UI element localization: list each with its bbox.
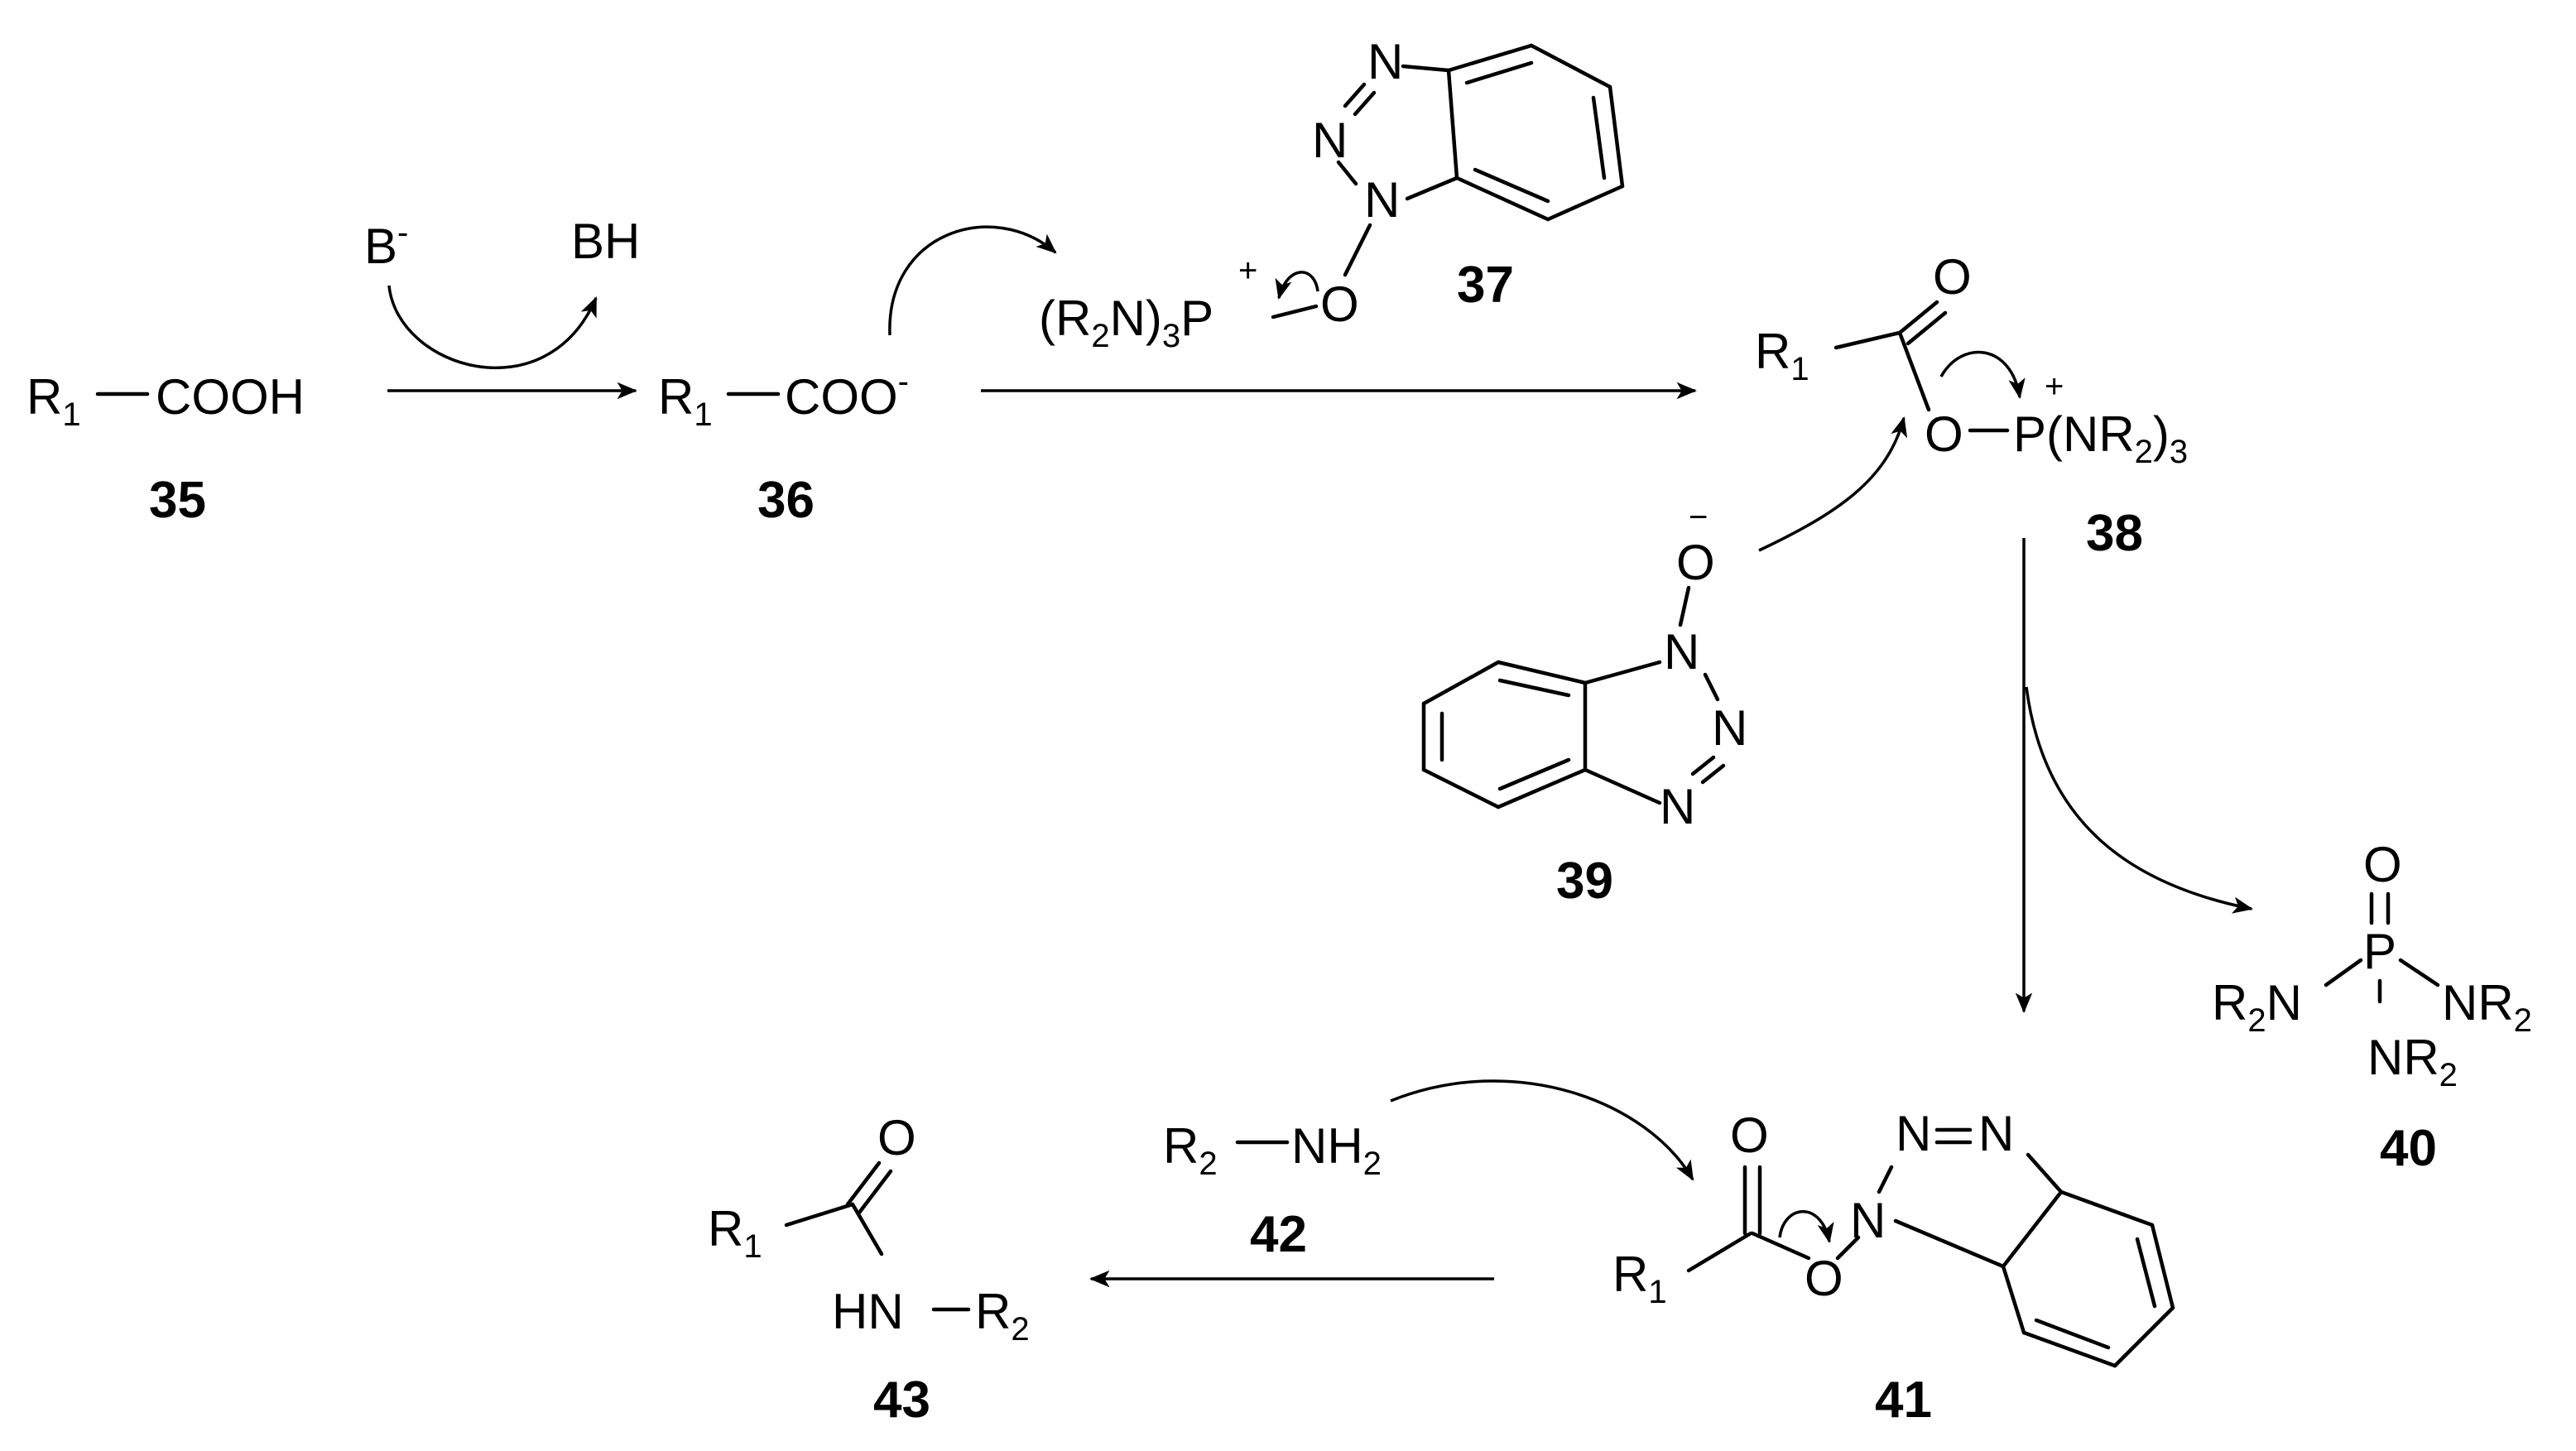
compound-label-39: 39 [1556,853,1613,910]
compound-35: R1 COOH 35 [26,369,305,529]
svg-text:N: N [1896,1106,1931,1161]
svg-text:O: O [1805,1251,1843,1306]
compound-36: R1 COO- 36 [658,363,909,529]
svg-text:N: N [1664,624,1699,680]
svg-text:O: O [1933,249,1972,305]
svg-text:N: N [1367,34,1403,89]
svg-text:NR2: NR2 [2442,975,2532,1039]
svg-text:BH: BH [571,214,640,269]
attack-arrow-36 [888,225,1057,336]
attack-arrow-39 [1758,416,1908,552]
svg-text:NR2: NR2 [2367,1030,2458,1093]
svg-text:O: O [1676,535,1715,590]
compound-label-40: 40 [2380,1120,2437,1177]
compound-label-43: 43 [873,1372,930,1429]
svg-text:R2: R2 [1163,1118,1218,1182]
svg-text:+: + [2045,368,2064,405]
svg-text:COO-: COO- [785,363,909,425]
svg-text:R1: R1 [658,369,713,433]
svg-text:O: O [2363,837,2402,892]
compound-label-42: 42 [1250,1206,1307,1263]
svg-text:R1: R1 [26,369,81,433]
svg-text:NH2: NH2 [1291,1118,1382,1182]
o-arrow-41 [1778,1210,1834,1244]
svg-text:+: + [1238,252,1257,289]
svg-text:O: O [1730,1107,1769,1163]
compound-label-38: 38 [2086,505,2143,562]
compound-43: R1 O HN R2 43 [708,1110,1030,1429]
o-p-arrow-38 [1939,350,2026,400]
svg-text:R1: R1 [1755,324,1809,387]
svg-text:N: N [1312,113,1348,168]
compound-label-35: 35 [149,472,206,529]
svg-text:R1: R1 [1612,1247,1667,1310]
svg-text:(R2N)3P: (R2N)3P [1039,291,1214,354]
svg-text:COOH: COOH [156,369,305,425]
svg-text:O: O [877,1110,916,1165]
attack-arrow-42 [1390,1079,1694,1181]
svg-text:HN: HN [832,1284,904,1339]
svg-text:P(NR2)3: P(NR2)3 [2013,406,2188,470]
o-p-arrow-37 [1275,271,1319,300]
compound-41: R1 O O N N N 41 [1612,1106,2175,1429]
svg-text:N: N [1660,779,1695,834]
compound-label-36: 36 [757,472,815,529]
svg-text:B-: B- [364,214,408,274]
svg-text:R2: R2 [975,1284,1030,1348]
svg-text:N: N [1978,1106,2014,1161]
svg-text:P: P [2363,924,2396,979]
svg-text:N: N [1712,700,1747,756]
compound-37: (R2N)3P + O N N N 37 [1039,34,1625,354]
base-reagents: B- BH [364,214,640,369]
svg-text:R2N: R2N [2212,975,2302,1039]
svg-text:R1: R1 [708,1201,762,1265]
svg-text:N: N [1850,1193,1886,1248]
compound-38: R1 O O P(NR2)3 + 38 [1755,249,2188,562]
compound-42: R2 NH2 42 [1163,1118,1382,1263]
svg-text:N: N [1364,172,1400,228]
compound-label-41: 41 [1875,1372,1932,1429]
base-curved-arrow [387,285,598,369]
svg-text:O: O [1925,406,1963,462]
svg-text:O: O [1320,276,1359,332]
compound-40: O P R2N NR2 NR2 40 [2212,837,2532,1177]
arrow-to-40 [2025,686,2254,914]
compound-label-37: 37 [1457,257,1514,314]
svg-text:−: − [1689,499,1708,536]
compound-39: O − N N N 39 [1421,499,1747,910]
